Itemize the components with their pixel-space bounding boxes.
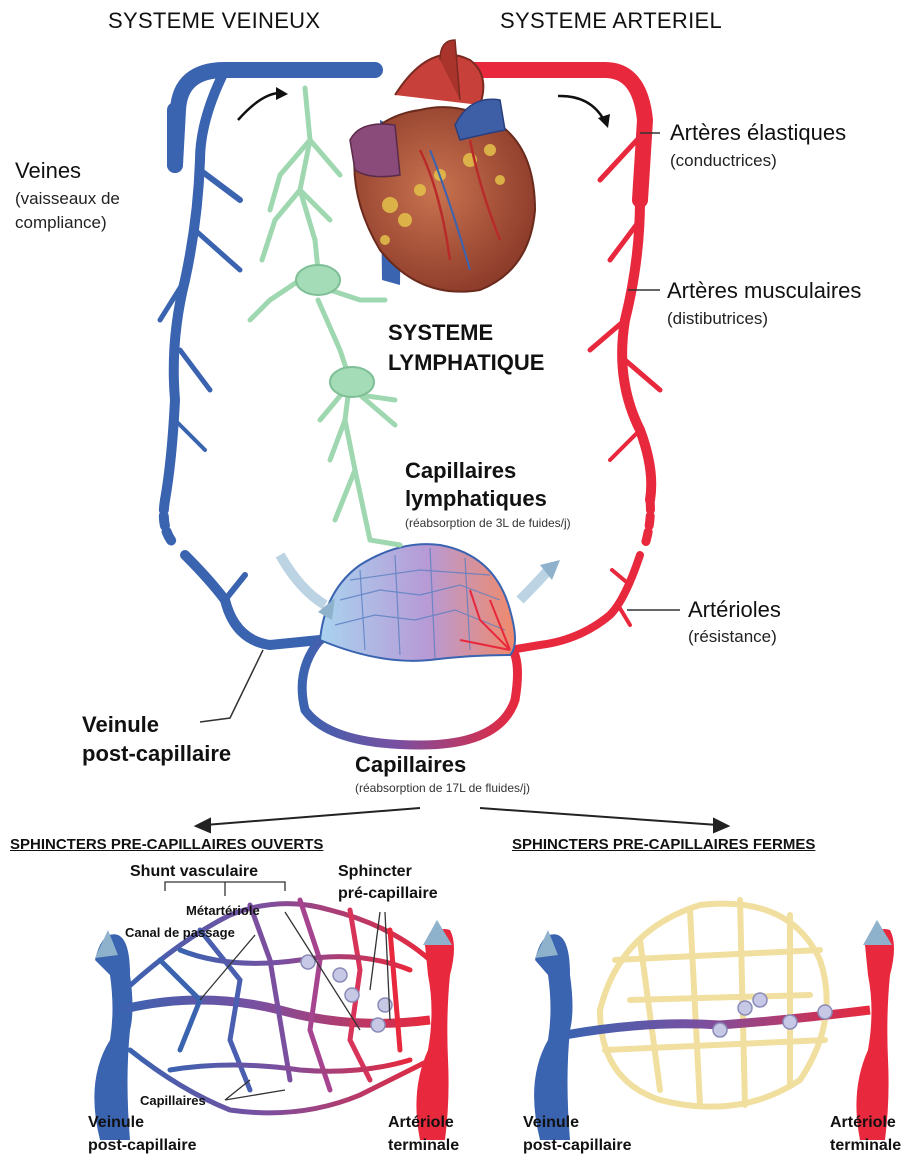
shunt-label: Shunt vasculaire [130,862,258,882]
capillary-bed [320,544,515,661]
venous-system-header: SYSTEME VEINEUX [108,8,320,34]
canal-passage-label: Canal de passage [125,925,235,940]
capillaires-label: Capillaires [355,752,466,778]
arteres-elastiques-label: Artères élastiques [670,120,846,146]
arterioles-label: Artérioles [688,597,781,623]
sphincter-label-line1: Sphincter [338,862,412,882]
capillaires-small-label: Capillaires [140,1093,206,1108]
br-veinule-line2: post-capillaire [523,1136,631,1156]
closed-sphincters-title: SPHINCTERS PRE-CAPILLAIRES FERMES [512,836,815,853]
arterioles-sub: (résistance) [688,626,777,648]
arterial-system-header: SYSTEME ARTERIEL [500,8,722,34]
br-arteriole-line2: terminale [830,1136,901,1156]
br-veinule-line1: Veinule [523,1113,579,1133]
split-arrows [196,808,728,832]
lymph-system-label-line1: SYSTEME [388,320,493,346]
arteres-musculaires-sub: (distibutrices) [667,308,768,330]
lymph-nodes [296,265,374,397]
veines-sub-line1: (vaisseaux de [15,188,120,210]
bl-arteriole-line2: terminale [388,1136,459,1156]
veinule-label-line1: Veinule [82,712,159,738]
lymph-system-label-line2: LYMPHATIQUE [388,350,544,376]
arteres-musculaires-label: Artères musculaires [667,278,861,304]
capillaires-sub: (réabsorption de 17L de fluides/j) [355,781,530,795]
closed-sphincter-network [534,900,894,1140]
bl-veinule-line2: post-capillaire [88,1136,196,1156]
veines-sub-line2: compliance) [15,212,107,234]
capillaires-lymphatiques-line2: lymphatiques [405,486,547,512]
arteres-elastiques-sub: (conductrices) [670,150,777,172]
veinule-label-line2: post-capillaire [82,741,231,767]
capillaires-lymphatiques-line1: Capillaires [405,458,516,484]
bl-arteriole-line1: Artériole [388,1113,454,1133]
metarteriole-label: Métartériole [186,903,260,918]
open-sphincters-title: SPHINCTERS PRE-CAPILLAIRES OUVERTS [10,836,323,853]
bl-veinule-line1: Veinule [88,1113,144,1133]
br-arteriole-line1: Artériole [830,1113,896,1133]
veines-label: Veines [15,158,81,184]
capillaires-lymphatiques-sub: (réabsorption de 3L de fuides/j) [405,516,571,530]
sphincter-label-line2: pré-capillaire [338,884,438,904]
